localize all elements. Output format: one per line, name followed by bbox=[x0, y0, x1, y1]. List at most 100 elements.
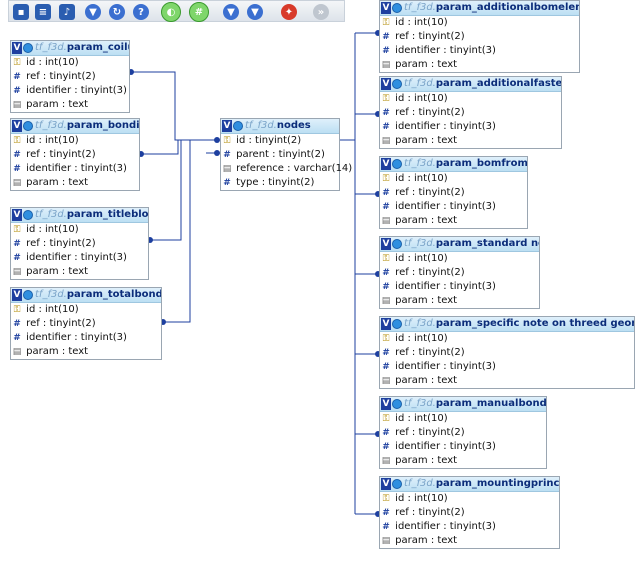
column-text: param : text bbox=[23, 266, 89, 277]
table-param_coilup[interactable]: Vtf_f3d.param_coilup⚿ id : int(10)# ref … bbox=[10, 40, 130, 113]
column-text: ref : tinyint(2) bbox=[23, 238, 96, 249]
down-arrow-icon[interactable]: ▼ bbox=[85, 4, 101, 20]
table-column: ▤ param : text bbox=[380, 214, 527, 228]
gear-icon[interactable] bbox=[23, 43, 33, 53]
toggle-view-icon[interactable]: V bbox=[381, 78, 391, 90]
column-text: parent : tinyint(2) bbox=[233, 149, 325, 160]
text-icon: ▤ bbox=[381, 136, 391, 146]
hash-icon: # bbox=[382, 348, 390, 358]
gear-icon[interactable] bbox=[392, 319, 402, 329]
text-icon: ▤ bbox=[222, 164, 232, 174]
table-param_bonding[interactable]: Vtf_f3d.param_bonding⚿ id : int(10)# ref… bbox=[10, 118, 140, 191]
schema-prefix: tf_f3d. bbox=[404, 398, 436, 409]
hash-icon: # bbox=[382, 188, 390, 198]
toggle-view-icon[interactable]: V bbox=[381, 158, 391, 170]
table-column: ⚿ id : int(10) bbox=[380, 16, 579, 30]
toggle-view-icon[interactable]: V bbox=[12, 289, 22, 301]
table-column: # identifier : tinyint(3) bbox=[11, 331, 161, 345]
pdf-icon[interactable]: ✦ bbox=[281, 4, 297, 20]
gear-icon[interactable] bbox=[392, 159, 402, 169]
gear-icon[interactable] bbox=[392, 79, 402, 89]
relation-line-coilup bbox=[130, 71, 218, 141]
expand-icon[interactable]: ▼ bbox=[247, 4, 263, 20]
gear-icon[interactable] bbox=[23, 290, 33, 300]
save-icon[interactable]: ▪ bbox=[13, 4, 29, 20]
next-icon[interactable]: » bbox=[313, 4, 329, 20]
column-text: type : tinyint(2) bbox=[233, 177, 315, 188]
table-param_bomfromps[interactable]: Vtf_f3d.param_bomfromps⚿ id : int(10)# r… bbox=[379, 156, 528, 229]
key-icon: ⚿ bbox=[382, 334, 390, 344]
table-header[interactable]: Vtf_f3d.param_bomfromps bbox=[380, 157, 527, 172]
table-column: # identifier : tinyint(3) bbox=[380, 200, 527, 214]
column-text: identifier : tinyint(3) bbox=[392, 281, 496, 292]
gear-icon[interactable] bbox=[23, 210, 33, 220]
schema-prefix: tf_f3d. bbox=[404, 238, 436, 249]
down-arrow-icon-glyph: ▼ bbox=[89, 6, 97, 18]
table-header[interactable]: Vtf_f3d.param_additionalbomelement bbox=[380, 1, 579, 16]
table-column: ⚿ id : int(10) bbox=[380, 172, 527, 186]
table-header[interactable]: Vtf_f3d.param_mountingprinciple bbox=[380, 477, 559, 492]
table-param_titleblock[interactable]: Vtf_f3d.param_titleblock⚿ id : int(10)# … bbox=[10, 207, 149, 280]
key-icon: ⚿ bbox=[13, 305, 21, 315]
toggle-view-icon[interactable]: V bbox=[381, 2, 391, 14]
gear-icon[interactable] bbox=[392, 479, 402, 489]
toggle-view-icon[interactable]: V bbox=[12, 120, 22, 132]
toggle-view-icon[interactable]: V bbox=[381, 238, 391, 250]
key-icon: ⚿ bbox=[13, 225, 21, 235]
table-column: # ref : tinyint(2) bbox=[380, 266, 539, 280]
text-icon: ▤ bbox=[381, 216, 391, 226]
schema-prefix: tf_f3d. bbox=[35, 289, 67, 300]
toggle-view-icon[interactable]: V bbox=[381, 318, 391, 330]
toggle-lines-icon[interactable]: ◐ bbox=[161, 2, 181, 22]
text-icon: ▤ bbox=[12, 100, 22, 110]
table-header[interactable]: Vtf_f3d.param_totalbonding bbox=[11, 288, 161, 303]
column-text: identifier : tinyint(3) bbox=[23, 252, 127, 263]
collapse-icon[interactable]: ▼ bbox=[223, 4, 239, 20]
table-name: param_coilup bbox=[66, 42, 129, 53]
table-header[interactable]: Vtf_f3d.param_additionalfastener bbox=[380, 77, 561, 92]
table-column: ⚿ id : int(10) bbox=[380, 92, 561, 106]
table-header[interactable]: Vtf_f3d.param_bonding bbox=[11, 119, 139, 134]
table-header[interactable]: Vtf_f3d.param_titleblock bbox=[11, 208, 148, 223]
gear-icon[interactable] bbox=[233, 121, 243, 131]
column-text: id : int(10) bbox=[392, 93, 448, 104]
hash-icon: # bbox=[223, 178, 231, 188]
table-column: ▤ param : text bbox=[380, 374, 634, 388]
gear-icon[interactable] bbox=[392, 239, 402, 249]
gear-icon[interactable] bbox=[392, 3, 402, 13]
gear-icon[interactable] bbox=[392, 399, 402, 409]
table-column: ▤ param : text bbox=[11, 176, 139, 190]
table-param_additionalfastener[interactable]: Vtf_f3d.param_additionalfastener⚿ id : i… bbox=[379, 76, 562, 149]
toggle-view-icon[interactable]: V bbox=[12, 209, 22, 221]
table-column: ▤ reference : varchar(14) bbox=[221, 162, 352, 176]
toggle-view-icon[interactable]: V bbox=[381, 398, 391, 410]
table-param_mountingprinciple[interactable]: Vtf_f3d.param_mountingprinciple⚿ id : in… bbox=[379, 476, 560, 549]
table-column: # identifier : tinyint(3) bbox=[380, 120, 561, 134]
table-param_additionalbomelement[interactable]: Vtf_f3d.param_additionalbomelement⚿ id :… bbox=[379, 0, 580, 73]
list-icon[interactable]: ≡ bbox=[35, 4, 51, 20]
music-note-icon[interactable]: ♪ bbox=[59, 4, 75, 20]
toggle-grid-icon[interactable]: # bbox=[189, 2, 209, 22]
column-text: identifier : tinyint(3) bbox=[23, 85, 127, 96]
column-text: param : text bbox=[392, 59, 458, 70]
table-param_standard-note[interactable]: Vtf_f3d.param_standard note⚿ id : int(10… bbox=[379, 236, 540, 309]
toggle-view-icon[interactable]: V bbox=[12, 42, 22, 54]
gear-icon[interactable] bbox=[23, 121, 33, 131]
column-text: ref : tinyint(2) bbox=[392, 107, 465, 118]
toggle-view-icon[interactable]: V bbox=[222, 120, 232, 132]
table-header[interactable]: Vtf_f3d.param_coilup bbox=[11, 41, 129, 56]
toggle-view-icon[interactable]: V bbox=[381, 478, 391, 490]
table-header[interactable]: Vtf_f3d.param_manualbonding bbox=[380, 397, 546, 412]
schema-prefix: tf_f3d. bbox=[245, 120, 277, 131]
table-param_manualbonding[interactable]: Vtf_f3d.param_manualbonding⚿ id : int(10… bbox=[379, 396, 547, 469]
table-param_totalbonding[interactable]: Vtf_f3d.param_totalbonding⚿ id : int(10)… bbox=[10, 287, 162, 360]
reload-icon[interactable]: ↻ bbox=[109, 4, 125, 20]
help-icon[interactable]: ? bbox=[133, 4, 149, 20]
column-text: id : int(10) bbox=[392, 333, 448, 344]
column-text: reference : varchar(14) bbox=[233, 163, 353, 174]
table-header[interactable]: Vtf_f3d.param_standard note bbox=[380, 237, 539, 252]
